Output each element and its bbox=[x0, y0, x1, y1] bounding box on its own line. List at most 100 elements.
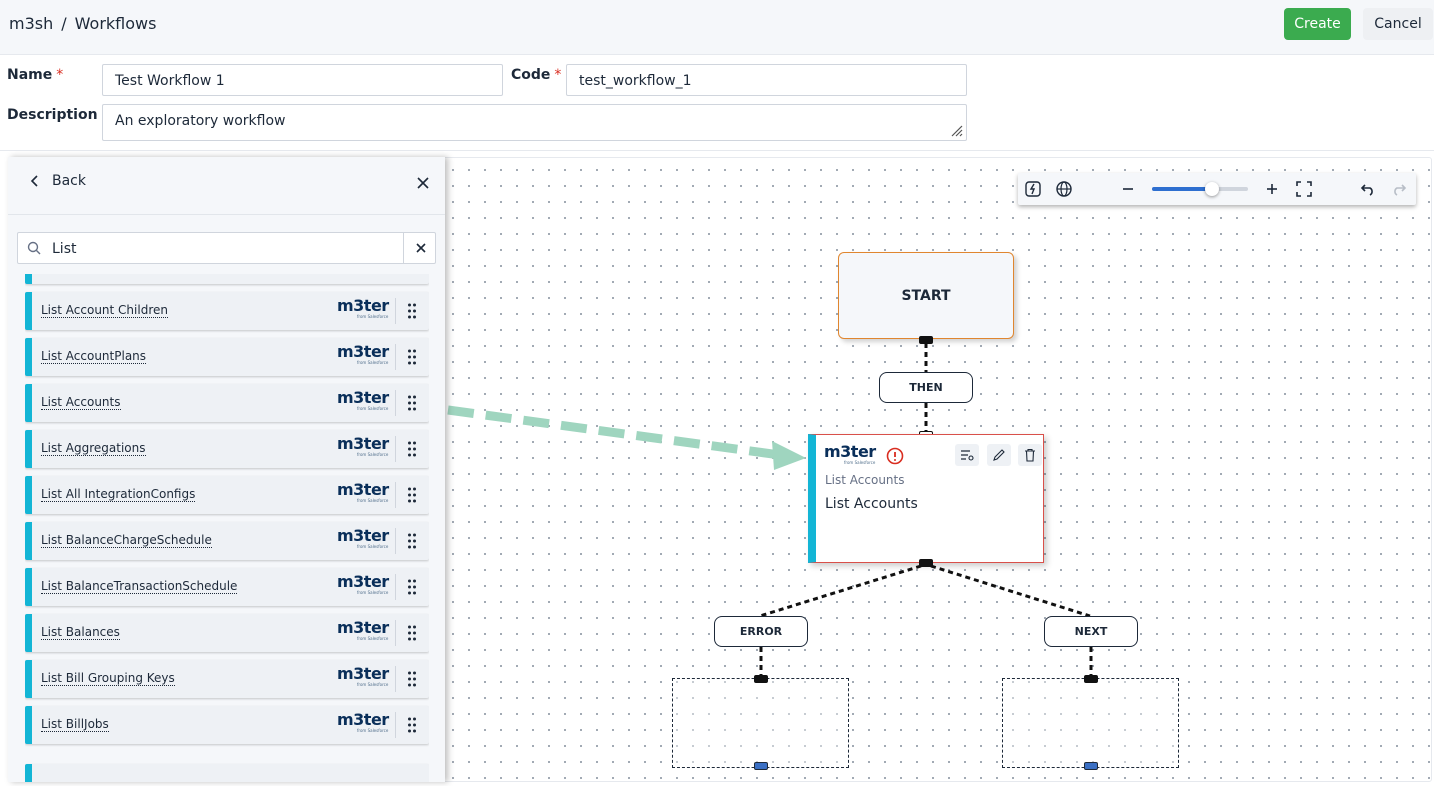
next-label-node[interactable]: NEXT bbox=[1044, 616, 1138, 647]
zoom-out-icon[interactable] bbox=[1119, 180, 1137, 198]
list-item-label: List AccountPlans bbox=[41, 349, 147, 364]
error-label-node[interactable]: ERROR bbox=[714, 616, 808, 647]
item-divider bbox=[395, 712, 396, 738]
list-item-partial-bottom[interactable] bbox=[25, 764, 429, 782]
list-item-label: List All IntegrationConfigs bbox=[41, 487, 196, 502]
zoom-slider-fill bbox=[1152, 187, 1212, 191]
error-placeholder-input-port[interactable] bbox=[754, 675, 768, 683]
breadcrumb-home[interactable]: m3sh bbox=[9, 14, 54, 33]
next-placeholder-input-port[interactable] bbox=[1084, 675, 1098, 683]
create-button[interactable]: Create bbox=[1284, 8, 1351, 40]
header-bar: m3sh / Workflows Create Cancel bbox=[0, 0, 1434, 55]
search-icon bbox=[27, 241, 41, 255]
warning-icon[interactable] bbox=[886, 447, 904, 465]
description-value: An exploratory workflow bbox=[115, 113, 286, 129]
description-label: Description* bbox=[7, 107, 109, 123]
fit-screen-icon[interactable] bbox=[1295, 180, 1313, 198]
name-input[interactable]: Test Workflow 1 bbox=[102, 64, 503, 96]
zoom-in-icon[interactable] bbox=[1263, 180, 1281, 198]
action-node-list-accounts[interactable]: m3ter from Salesforce List Accounts List… bbox=[808, 434, 1044, 563]
drag-handle-icon[interactable] bbox=[407, 302, 417, 320]
clear-icon bbox=[415, 243, 426, 253]
drag-handle-icon[interactable] bbox=[407, 440, 417, 458]
item-divider bbox=[395, 298, 396, 324]
globe-icon[interactable] bbox=[1055, 180, 1073, 198]
search-input[interactable] bbox=[52, 239, 392, 259]
breadcrumb: m3sh / Workflows bbox=[9, 14, 156, 33]
drag-handle-icon[interactable] bbox=[407, 624, 417, 642]
search-clear-button[interactable] bbox=[403, 233, 437, 263]
item-divider bbox=[395, 620, 396, 646]
action-output-port[interactable] bbox=[919, 559, 933, 567]
breadcrumb-current: Workflows bbox=[74, 14, 157, 33]
description-textarea[interactable]: An exploratory workflow bbox=[102, 104, 967, 141]
list-item-label: List Bill Grouping Keys bbox=[41, 671, 175, 686]
drag-handle-icon[interactable] bbox=[407, 578, 417, 596]
drag-handle-icon[interactable] bbox=[407, 348, 417, 366]
zoom-slider-thumb[interactable] bbox=[1204, 182, 1219, 196]
back-label: Back bbox=[52, 173, 86, 189]
redo-icon[interactable] bbox=[1390, 180, 1408, 198]
list-settings-icon bbox=[961, 450, 974, 461]
pencil-icon bbox=[993, 449, 1005, 461]
list-item-label: List BalanceChargeSchedule bbox=[41, 533, 212, 548]
item-divider bbox=[395, 528, 396, 554]
drag-handle-icon[interactable] bbox=[407, 532, 417, 550]
error-drop-placeholder[interactable] bbox=[672, 678, 849, 768]
form-divider bbox=[0, 150, 1434, 151]
function-icon[interactable] bbox=[1024, 180, 1042, 198]
cancel-button[interactable]: Cancel bbox=[1363, 8, 1433, 40]
node-edit-button[interactable] bbox=[987, 444, 1011, 466]
list-item-partial-top[interactable] bbox=[25, 274, 429, 284]
zoom-slider[interactable] bbox=[1152, 182, 1248, 196]
node-delete-button[interactable] bbox=[1018, 444, 1042, 466]
breadcrumb-separator: / bbox=[61, 14, 67, 33]
trash-icon bbox=[1025, 448, 1035, 462]
start-output-port[interactable] bbox=[919, 336, 933, 344]
back-button[interactable]: Back bbox=[30, 173, 86, 189]
list-item-label: List Aggregations bbox=[41, 441, 146, 456]
drag-handle-icon[interactable] bbox=[407, 394, 417, 412]
m3ter-logo: m3ter from Salesforce bbox=[824, 442, 876, 466]
next-drop-placeholder[interactable] bbox=[1002, 678, 1179, 768]
item-divider bbox=[395, 666, 396, 692]
drag-handle-icon[interactable] bbox=[407, 486, 417, 504]
then-label-node[interactable]: THEN bbox=[879, 372, 973, 403]
drag-handle-icon[interactable] bbox=[407, 716, 417, 734]
start-node[interactable]: START bbox=[838, 252, 1014, 339]
close-icon[interactable] bbox=[416, 176, 430, 190]
name-label: Name* bbox=[7, 67, 64, 83]
code-label: Code* bbox=[511, 67, 562, 83]
next-placeholder-output-port[interactable] bbox=[1084, 762, 1098, 770]
node-settings-button[interactable] bbox=[955, 444, 979, 466]
item-divider bbox=[395, 482, 396, 508]
item-divider bbox=[395, 574, 396, 600]
chevron-left-icon bbox=[30, 175, 38, 187]
resize-handle-icon[interactable] bbox=[949, 123, 963, 137]
panel-header: Back bbox=[8, 157, 445, 215]
error-placeholder-output-port[interactable] bbox=[754, 762, 768, 770]
undo-icon[interactable] bbox=[1359, 180, 1377, 198]
code-input[interactable]: test_workflow_1 bbox=[566, 64, 967, 96]
drag-handle-icon[interactable] bbox=[407, 670, 417, 688]
canvas-toolbar bbox=[1018, 173, 1416, 205]
list-item-label: List Account Children bbox=[41, 303, 168, 318]
action-node-subtitle: List Accounts bbox=[825, 473, 905, 487]
